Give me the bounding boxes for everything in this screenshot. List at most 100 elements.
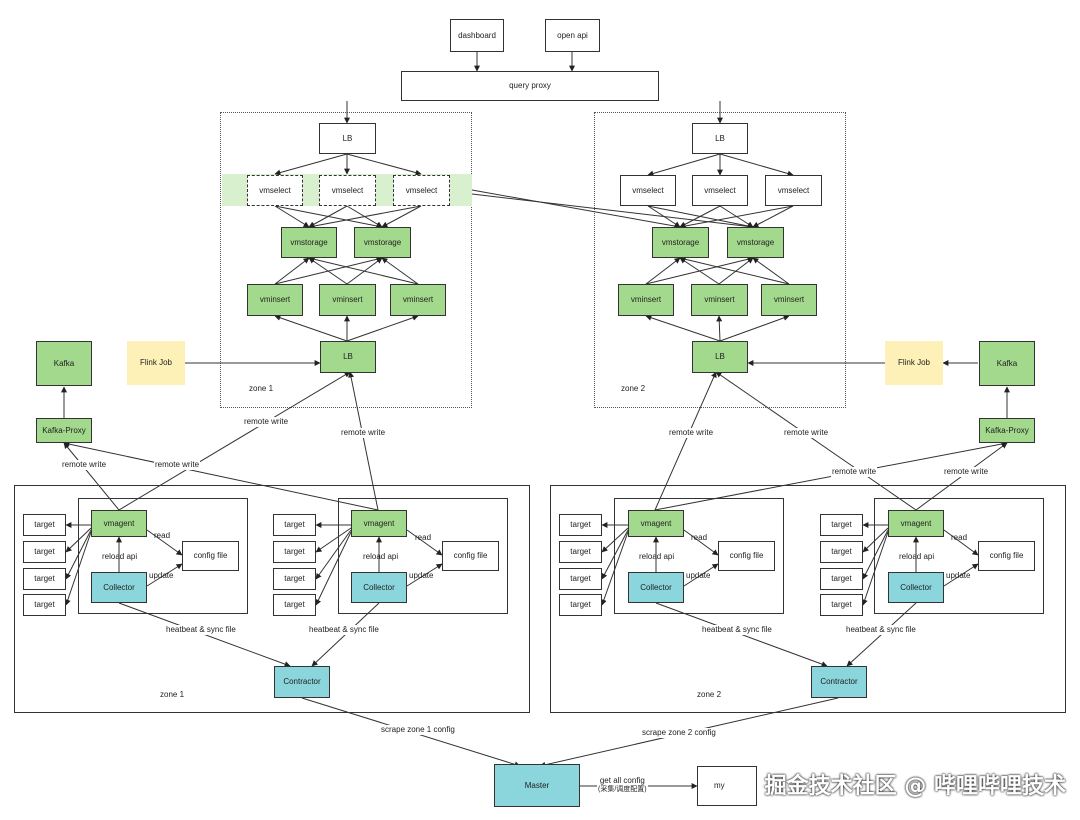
- zone1-cluster-boundary: [220, 112, 472, 408]
- read-label: read: [691, 533, 708, 542]
- get-all-config-line1: get all config: [599, 776, 645, 785]
- target: target: [23, 541, 66, 563]
- reload-api-label: reload api: [899, 552, 935, 561]
- target: target: [23, 568, 66, 590]
- zone2-vmstorage-2: vmstorage: [727, 227, 784, 258]
- collector: Collector: [91, 572, 147, 603]
- zone2-kafka-proxy: Kafka-Proxy: [979, 418, 1035, 443]
- update-label: update: [149, 571, 174, 580]
- remote-write-label: remote write: [783, 428, 830, 438]
- zone1-vminsert-3: vminsert: [390, 284, 446, 316]
- zone1-vmstorage-2: vmstorage: [354, 227, 411, 258]
- vmagent: vmagent: [351, 510, 407, 537]
- zone2-vminsert-1: vminsert: [618, 284, 674, 316]
- heartbeat-label: heatbeat & sync file: [308, 625, 380, 635]
- vmagent: vmagent: [888, 510, 944, 537]
- target: target: [273, 594, 316, 616]
- zone1-kafka-proxy: Kafka-Proxy: [36, 418, 92, 443]
- heartbeat-label: heatbeat & sync file: [165, 625, 237, 635]
- mysql-node: my: [697, 766, 757, 806]
- zone2-area-label: zone 2: [697, 690, 722, 699]
- config-file: config file: [978, 541, 1035, 571]
- zone1-agent-group-2: [338, 498, 508, 614]
- target: target: [273, 514, 316, 536]
- target: target: [559, 541, 602, 563]
- reload-api-label: reload api: [102, 552, 138, 561]
- target: target: [23, 594, 66, 616]
- read-label: read: [154, 531, 171, 540]
- zone1-vminsert-1: vminsert: [247, 284, 303, 316]
- zone2-vmselect-2: vmselect: [692, 175, 748, 206]
- zone2-contractor: Contractor: [811, 666, 867, 698]
- zone1-flink-job: Flink Job: [127, 341, 185, 385]
- get-all-config-line2: (采集/调度配置): [598, 786, 647, 793]
- target: target: [559, 594, 602, 616]
- update-label: update: [409, 571, 434, 580]
- zone2-vminsert-3: vminsert: [761, 284, 817, 316]
- zone1-query-lb: LB: [319, 123, 376, 154]
- zone1-vminsert-2: vminsert: [319, 284, 376, 316]
- target: target: [820, 541, 863, 563]
- watermark-text: 掘金技术社区 @ 哔哩哔哩技术: [764, 774, 1066, 799]
- zone1-vmselect-3: vmselect: [393, 175, 450, 206]
- update-label: update: [946, 571, 971, 580]
- zone2-kafka: Kafka: [979, 341, 1035, 386]
- config-file: config file: [442, 541, 499, 571]
- config-file: config file: [182, 541, 239, 571]
- dashboard-node: dashboard: [450, 19, 504, 52]
- remote-write-label: remote write: [243, 417, 290, 427]
- zone1-agent-group-1: [78, 498, 248, 614]
- zone2-vmselect-3: vmselect: [765, 175, 822, 206]
- vmagent: vmagent: [628, 510, 684, 537]
- zone2-agent-area: [550, 485, 1066, 713]
- zone1-area-label: zone 1: [160, 690, 185, 699]
- open-api-node: open api: [545, 19, 600, 52]
- vmagent: vmagent: [91, 510, 147, 537]
- target: target: [820, 594, 863, 616]
- scrape-zone2-label: scrape zone 2 config: [641, 728, 717, 738]
- zone2-cluster-label: zone 2: [621, 384, 646, 393]
- zone2-insert-lb: LB: [692, 341, 748, 373]
- target: target: [559, 568, 602, 590]
- zone2-query-lb: LB: [692, 123, 748, 154]
- read-label: read: [951, 533, 968, 542]
- read-label: read: [415, 533, 432, 542]
- collector: Collector: [351, 572, 407, 603]
- collector: Collector: [628, 572, 684, 603]
- remote-write-label: remote write: [943, 467, 990, 477]
- collector: Collector: [888, 572, 944, 603]
- zone1-vmselect-1: vmselect: [247, 175, 303, 206]
- target: target: [273, 568, 316, 590]
- zone1-vmstorage-1: vmstorage: [281, 227, 337, 258]
- remote-write-label: remote write: [831, 467, 878, 477]
- zone2-vmstorage-1: vmstorage: [652, 227, 709, 258]
- zone2-vminsert-2: vminsert: [691, 284, 748, 316]
- target: target: [820, 568, 863, 590]
- scrape-zone1-label: scrape zone 1 config: [380, 725, 456, 735]
- zone1-cluster-label: zone 1: [249, 384, 274, 393]
- zone2-flink-job: Flink Job: [885, 341, 943, 385]
- master-node: Master: [494, 764, 580, 807]
- heartbeat-label: heatbeat & sync file: [701, 625, 773, 635]
- remote-write-label: remote write: [340, 428, 387, 438]
- heartbeat-label: heatbeat & sync file: [845, 625, 917, 635]
- zone1-insert-lb: LB: [320, 341, 376, 373]
- target: target: [23, 514, 66, 536]
- query-proxy-node: query proxy: [401, 71, 659, 101]
- zone1-contractor: Contractor: [274, 666, 330, 698]
- zone1-kafka: Kafka: [36, 341, 92, 386]
- get-all-config-label: get all config (采集/调度配置): [597, 776, 648, 794]
- target: target: [559, 514, 602, 536]
- remote-write-label: remote write: [668, 428, 715, 438]
- update-label: update: [686, 571, 711, 580]
- reload-api-label: reload api: [363, 552, 399, 561]
- remote-write-label: remote write: [61, 460, 108, 470]
- target: target: [273, 541, 316, 563]
- reload-api-label: reload api: [639, 552, 675, 561]
- target: target: [820, 514, 863, 536]
- zone2-vmselect-1: vmselect: [620, 175, 676, 206]
- zone1-agent-area: [14, 485, 530, 713]
- zone1-vmselect-2: vmselect: [319, 175, 376, 206]
- remote-write-label: remote write: [154, 460, 201, 470]
